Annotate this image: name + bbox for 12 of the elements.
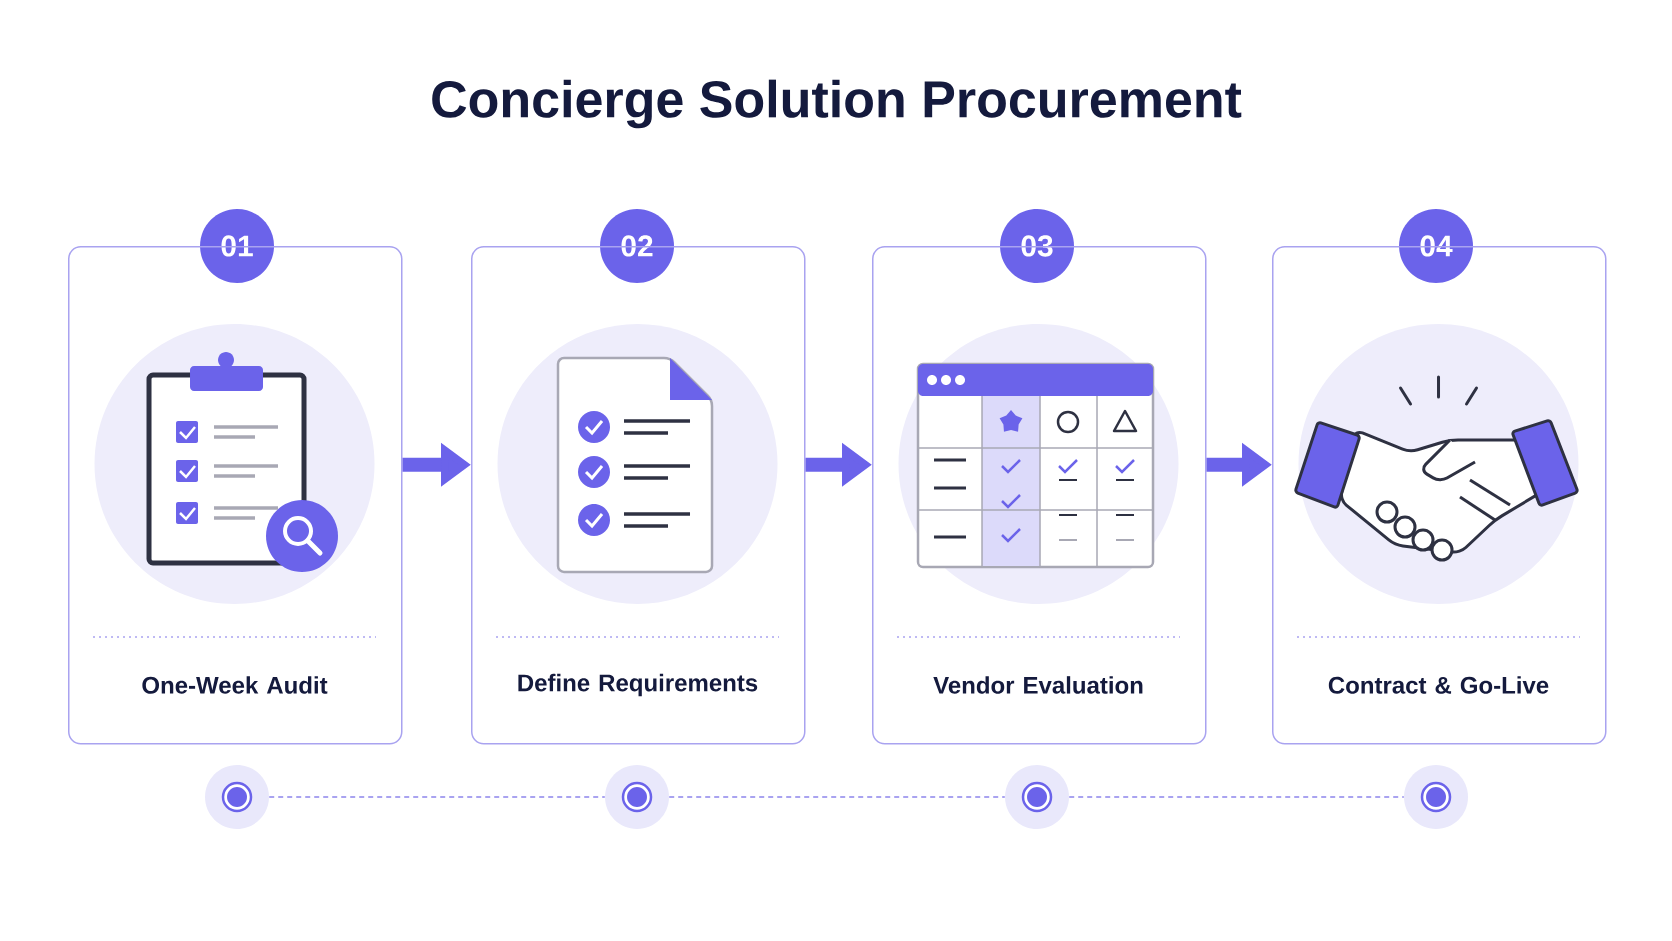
timeline-dot: [605, 765, 669, 829]
timeline-dot: [1404, 765, 1468, 829]
step-number-badge: 02: [600, 209, 674, 283]
timeline-connector: [1068, 796, 1405, 798]
timeline-dot: [205, 765, 269, 829]
title: Concierge Solution Procurement: [432, 79, 1242, 129]
timeline-dot: [1005, 765, 1069, 829]
step-number-badge: 04: [1399, 209, 1473, 283]
timeline-connector: [668, 796, 1006, 798]
step-number-badge: 01: [200, 209, 274, 283]
timeline-connector: [268, 796, 606, 798]
step-number-badge: 03: [1000, 209, 1074, 283]
